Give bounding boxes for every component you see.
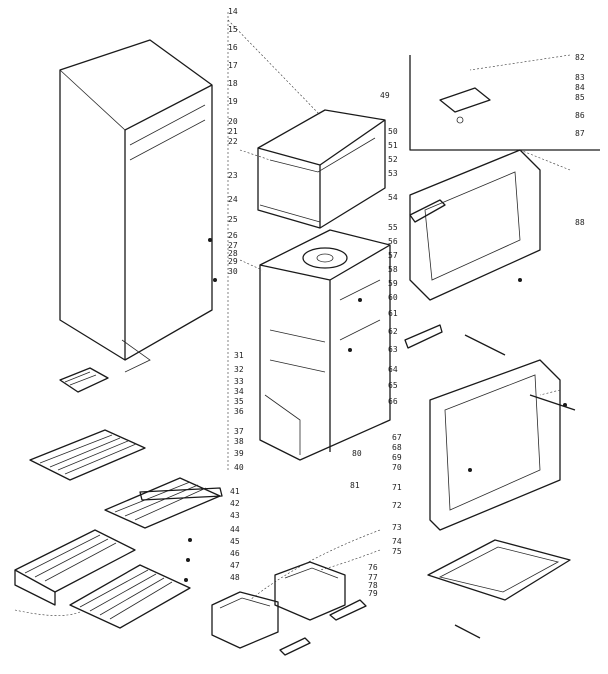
callout-82: 82 [575,53,585,62]
callout-62: 62 [388,327,398,336]
callout-72: 72 [392,501,402,510]
outer-cabinet [59,39,213,373]
callout-30: 30 [228,267,238,276]
callout-69: 69 [392,453,402,462]
crisper-drawer-left [211,591,279,649]
callout-39: 39 [234,449,244,458]
callout-47: 47 [230,561,240,570]
callout-28: 28 [228,249,238,258]
callout-63: 63 [388,345,398,354]
callout-84: 84 [575,83,585,92]
callout-79: 79 [368,589,378,598]
callout-32: 32 [234,365,244,374]
callout-21: 21 [228,127,238,136]
callout-66: 66 [388,397,398,406]
callout-25: 25 [228,215,238,224]
callout-71: 71 [392,483,402,492]
callout-27: 27 [228,241,238,250]
callout-59: 59 [388,279,398,288]
callout-53: 53 [388,169,398,178]
drain-pan [59,367,109,393]
callout-60: 60 [388,293,398,302]
callout-54: 54 [388,193,398,202]
freezer-door [409,149,541,301]
callout-48: 48 [230,573,240,582]
callout-83: 83 [575,73,585,82]
air-duct-assembly [302,247,348,269]
callout-51: 51 [388,141,398,150]
callout-23: 23 [228,171,238,180]
trim-pieces [279,599,481,656]
hinge-brackets [404,324,576,411]
callout-37: 37 [234,427,244,436]
callout-26: 26 [228,231,238,240]
callout-87: 87 [575,129,585,138]
shelf-top-left [29,429,146,481]
crisper-cover [427,539,571,601]
callout-41: 41 [230,487,240,496]
callout-14: 14 [228,7,238,16]
callout-46: 46 [230,549,240,558]
callout-33: 33 [234,377,244,386]
callout-35: 35 [234,397,244,406]
callout-15: 15 [228,25,238,34]
fresh-food-liner [259,229,391,461]
callout-85: 85 [575,93,585,102]
callout-34: 34 [234,387,244,396]
callout-38: 38 [234,437,244,446]
callout-80: 80 [352,449,362,458]
callout-42: 42 [230,499,240,508]
callout-78: 78 [368,581,378,590]
wire-basket [14,529,136,606]
callout-70: 70 [392,463,402,472]
callout-49: 49 [380,91,390,100]
callout-67: 67 [392,433,402,442]
callout-labels: 14 15 16 17 18 19 20 21 22 23 24 25 26 2… [228,7,585,598]
shelf-bottom [69,564,191,629]
callout-17: 17 [228,61,238,70]
callout-50: 50 [388,127,398,136]
callout-74: 74 [392,537,402,546]
control-inset [409,55,600,151]
callout-19: 19 [228,97,238,106]
callout-68: 68 [392,443,402,452]
callout-56: 56 [388,237,398,246]
callout-64: 64 [388,365,398,374]
callout-76: 76 [368,563,378,572]
callout-44: 44 [230,525,240,534]
callout-29: 29 [228,257,238,266]
callout-57: 57 [388,251,398,260]
fresh-food-door [429,359,561,531]
shelf-middle [104,477,223,529]
leader-lines [14,12,571,616]
callout-22: 22 [228,137,238,146]
callout-77: 77 [368,573,378,582]
callout-24: 24 [228,195,238,204]
callout-81: 81 [350,481,360,490]
callout-16: 16 [228,43,238,52]
callout-61: 61 [388,309,398,318]
callout-20: 20 [228,117,238,126]
callout-86: 86 [575,111,585,120]
crisper-drawer-right [274,561,346,621]
callout-55: 55 [388,223,398,232]
callout-88: 88 [575,218,585,227]
callout-31: 31 [234,351,244,360]
callout-75: 75 [392,547,402,556]
callout-43: 43 [230,511,240,520]
callout-40: 40 [234,463,244,472]
hardware-fasteners [184,238,567,582]
callout-73: 73 [392,523,402,532]
callout-18: 18 [228,79,238,88]
callout-65: 65 [388,381,398,390]
freezer-liner [257,109,386,229]
callout-36: 36 [234,407,244,416]
callout-45: 45 [230,537,240,546]
callout-52: 52 [388,155,398,164]
callout-58: 58 [388,265,398,274]
